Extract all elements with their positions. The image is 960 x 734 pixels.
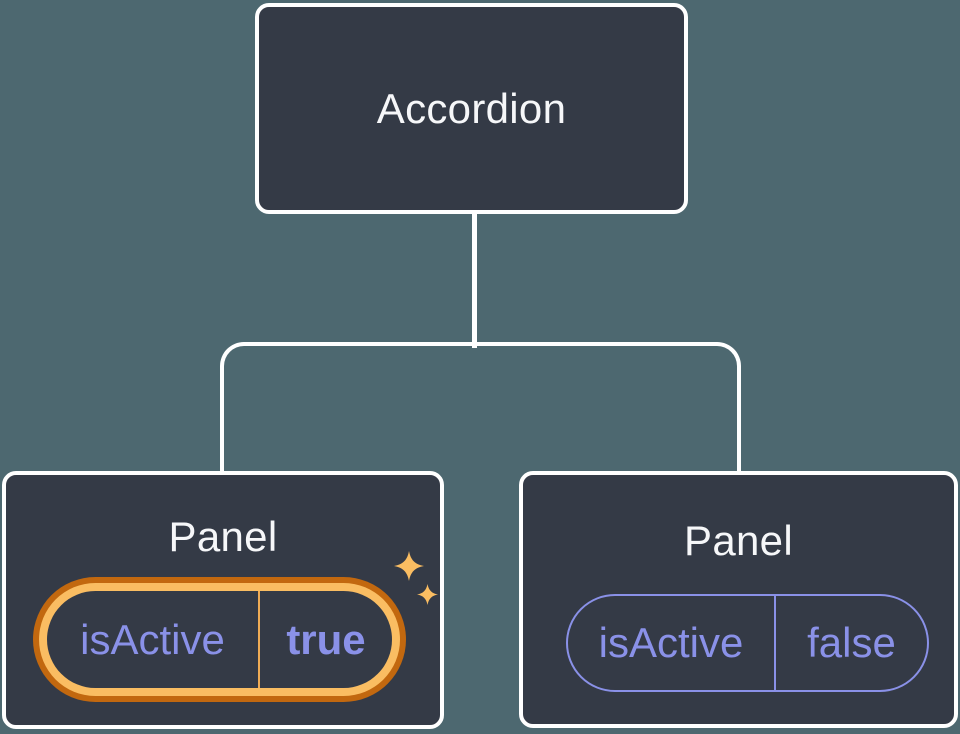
connector-branch — [220, 342, 741, 474]
pill-divider — [258, 591, 260, 688]
sparkle-icon-small — [417, 584, 438, 605]
accordion-node: Accordion — [255, 3, 688, 214]
state-pill-inactive: isActive false — [566, 594, 929, 692]
state-key-label: isActive — [598, 619, 744, 666]
state-pill-active-ring: isActive true — [39, 583, 400, 696]
pill-divider — [774, 596, 776, 690]
accordion-node-title: Accordion — [376, 84, 567, 132]
state-pill-active-body: isActive true — [47, 591, 392, 688]
state-key-label: isActive — [80, 615, 225, 663]
state-value-label: false — [807, 619, 896, 666]
panel-node-active: Panel isActive true — [2, 471, 444, 729]
sparkle-icon-large — [394, 551, 424, 581]
panel-node-title: Panel — [168, 513, 278, 560]
connector-root-to-branch — [472, 206, 477, 348]
panel-node-title: Panel — [684, 517, 793, 564]
state-value-label: true — [286, 615, 366, 663]
panel-node-inactive: Panel isActive false — [519, 471, 958, 728]
state-pill-active: isActive true — [33, 577, 406, 702]
